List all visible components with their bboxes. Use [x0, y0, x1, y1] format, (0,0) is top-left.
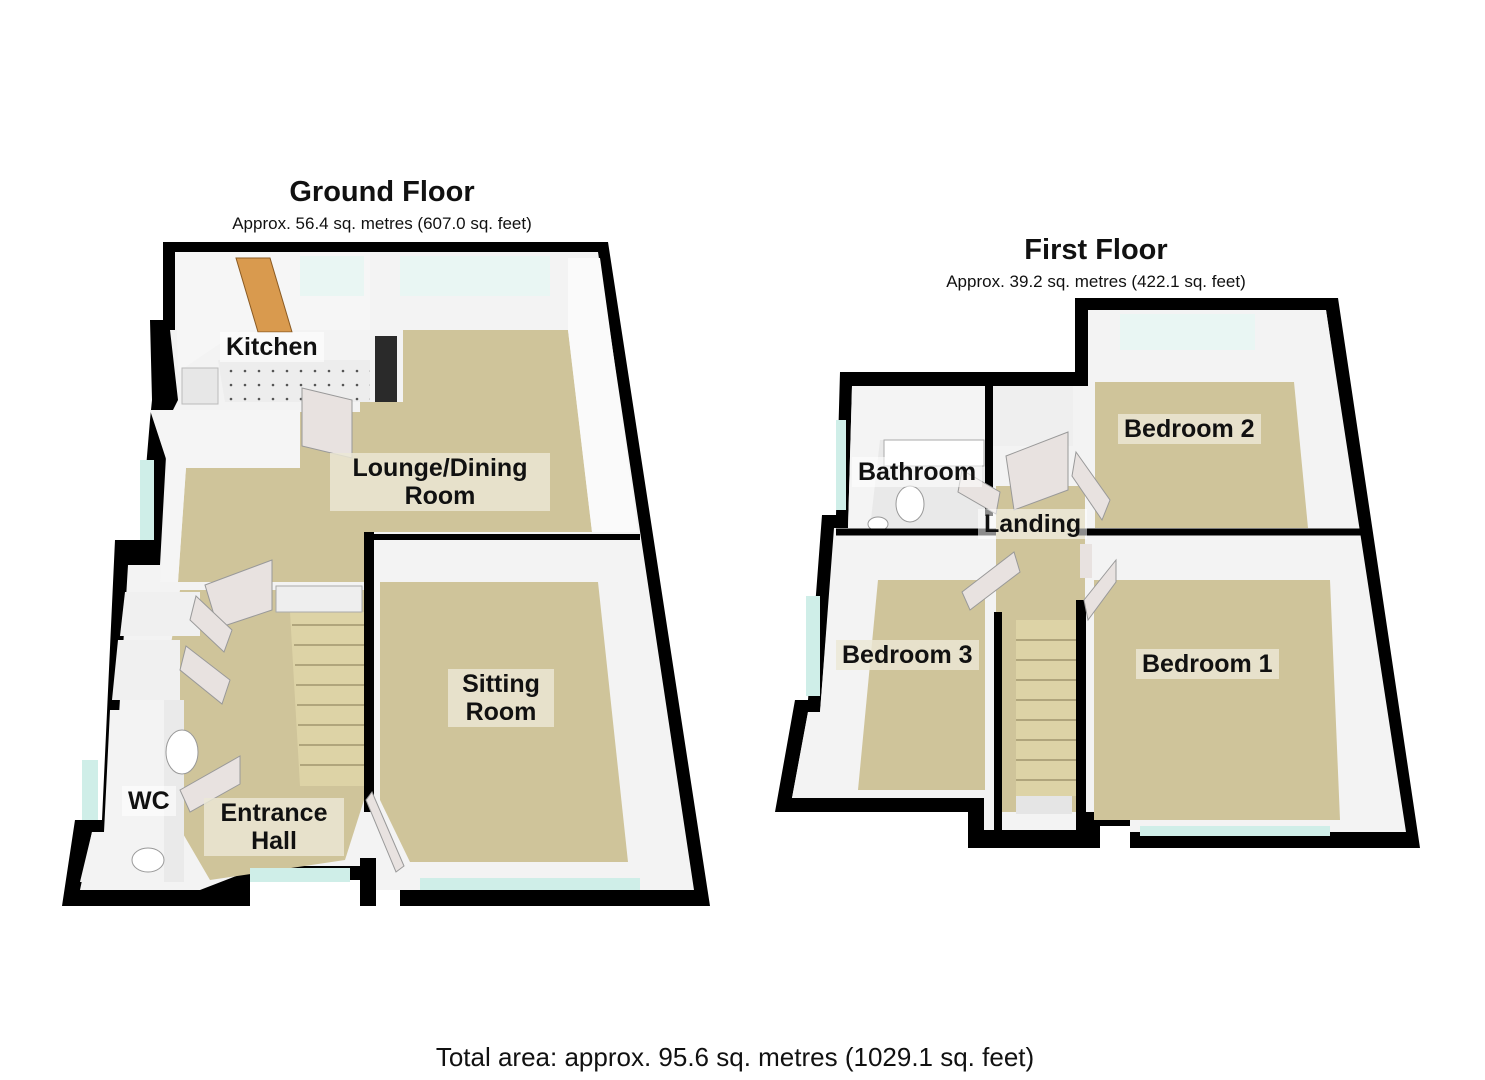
bedroom-2-door — [1071, 450, 1111, 522]
wc-basin — [131, 847, 165, 873]
bedroom-3-door — [961, 551, 1021, 611]
ground-floor-title: Ground Floor — [289, 176, 475, 208]
sitting-room-partition — [364, 532, 374, 812]
hall-door-3 — [179, 645, 231, 705]
ground-window-left-2 — [82, 760, 98, 820]
room-label-hall-line2: Hall — [251, 827, 297, 855]
hall-door-2 — [189, 595, 233, 653]
first-floor-area: Approx. 39.2 sq. metres (422.1 sq. feet) — [946, 272, 1246, 291]
lounge-door — [301, 387, 353, 459]
bathroom-partition — [985, 386, 993, 516]
ground-window-left-1 — [140, 460, 154, 540]
room-label-bedroom-2: Bedroom 2 — [1118, 414, 1261, 444]
kitchen-window — [300, 256, 364, 296]
bathroom-toilet — [895, 485, 925, 523]
room-label-hall-line1: Entrance — [220, 799, 328, 827]
front-door-post — [360, 858, 376, 906]
room-label-kitchen: Kitchen — [220, 332, 324, 362]
room-label-bathroom: Bathroom — [852, 457, 983, 487]
bedroom-2-carpet — [1095, 382, 1308, 528]
room-label-wc: WC — [122, 786, 176, 816]
lounge-wall-left — [150, 410, 300, 582]
bedroom-1-door — [1083, 558, 1117, 622]
stairwell-wall-right — [1076, 600, 1086, 832]
lounge-wall-right — [568, 258, 638, 532]
room-label-bedroom-3: Bedroom 3 — [836, 640, 979, 670]
room-label-sitting-line1: Sitting — [462, 670, 540, 698]
stairwell-wall — [994, 612, 1002, 832]
bedroom-3-carpet — [858, 580, 985, 790]
sitting-room-door — [365, 791, 405, 873]
kitchen-cupboard — [181, 367, 219, 405]
cupboard-lower — [112, 640, 180, 700]
room-label-bedroom-1: Bedroom 1 — [1136, 649, 1279, 679]
first-floor-stairs — [1016, 620, 1078, 796]
airing-cupboard-door — [1005, 431, 1069, 511]
front-door-opening — [250, 868, 350, 882]
total-area: Total area: approx. 95.6 sq. metres (102… — [435, 1042, 1035, 1072]
bathroom-window — [836, 420, 846, 510]
first-floor-title: First Floor — [1024, 234, 1168, 266]
room-label-entrance-hall: Entrance Hall — [204, 798, 344, 856]
hall-door-wc — [179, 755, 241, 813]
bedroom-1-carpet — [1094, 580, 1340, 820]
ground-floor-plan — [62, 242, 710, 906]
room-label-sitting-line2: Room — [465, 698, 537, 726]
room-label-lounge-dining: Lounge/Dining Room — [330, 453, 550, 511]
room-label-lounge-line2: Room — [404, 482, 476, 510]
cupboard-upper — [120, 592, 200, 636]
kitchen-floor — [218, 360, 370, 402]
bedroom-3-window — [806, 596, 820, 696]
ground-window-front — [420, 878, 640, 890]
room-label-sitting-room: Sitting Room — [448, 669, 554, 727]
landing-door-frame — [1080, 544, 1092, 578]
wc-toilet — [165, 729, 199, 775]
bedroom-2-window — [1120, 314, 1255, 350]
room-label-lounge-line1: Lounge/Dining — [352, 454, 528, 482]
bedroom-1-window — [1140, 826, 1330, 836]
ground-stairs — [290, 612, 364, 786]
room-label-landing: Landing — [978, 509, 1088, 539]
stairs-window — [1016, 796, 1072, 814]
kitchen-unit — [375, 336, 397, 402]
lounge-window — [400, 256, 550, 296]
stairs-cupboard — [275, 585, 363, 613]
ground-floor-area: Approx. 56.4 sq. metres (607.0 sq. feet) — [232, 214, 532, 233]
first-floor-plan — [775, 298, 1420, 848]
